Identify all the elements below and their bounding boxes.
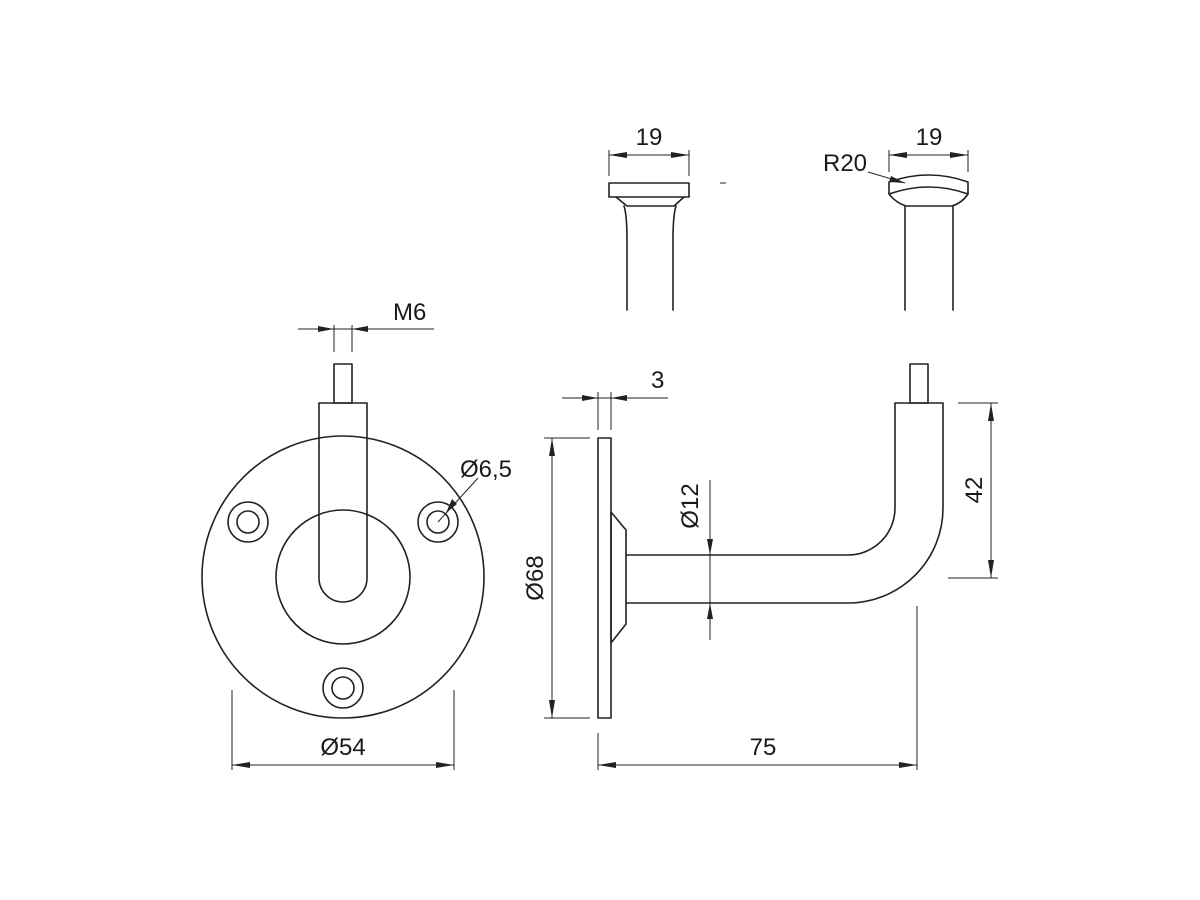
- saddle-flat-tube: [623, 205, 677, 311]
- label-plate-diameter: Ø68: [522, 555, 549, 600]
- dimension-tube-diameter: Ø12: [677, 480, 713, 640]
- dimension-thread: M6: [298, 299, 434, 352]
- base-plate-outline: [201, 435, 485, 719]
- dimension-hole: Ø6,5: [437, 456, 512, 523]
- dimension-projection: 75: [597, 606, 918, 770]
- label-thread: M6: [393, 299, 426, 326]
- saddle-curved-neck: [888, 193, 969, 207]
- dimension-saddle-round-width: 19: [888, 124, 969, 172]
- saddle-curved-top: [888, 174, 969, 195]
- label-hole-diameter: Ø6,5: [460, 456, 512, 483]
- stem-u-outline: [318, 402, 368, 603]
- dimension-plate-diameter: Ø68: [522, 437, 590, 719]
- thread-stud: [333, 363, 353, 404]
- center-boss-outline: [275, 509, 411, 645]
- dimension-rise: 42: [948, 402, 998, 579]
- dimension-saddle-flat-width: 19: [608, 124, 690, 176]
- label-rise: 42: [961, 477, 988, 504]
- mounting-hole-left: [227, 501, 269, 543]
- dimension-front-diameter: Ø54: [231, 690, 455, 770]
- plate-collar: [610, 511, 627, 644]
- mounting-hole-bottom: [322, 667, 364, 709]
- label-front-diameter: Ø54: [320, 734, 365, 761]
- side-view: 3 Ø68 Ø12 42: [522, 363, 998, 770]
- saddle-curved-tube: [904, 205, 954, 311]
- saddle-flat-neck: [615, 196, 685, 207]
- bent-tube-outline: [625, 402, 944, 604]
- label-tube-diameter: Ø12: [677, 483, 704, 528]
- saddle-flat-top: [608, 182, 690, 198]
- label-saddle-radius: R20: [823, 150, 867, 177]
- tube-thread-stud: [909, 363, 929, 404]
- saddle-curved-detail: R20 19: [823, 124, 969, 311]
- label-saddle-round-width: 19: [916, 124, 943, 151]
- label-projection: 75: [750, 734, 777, 761]
- mounting-hole-right: [417, 501, 459, 543]
- label-saddle-flat-width: 19: [636, 124, 663, 151]
- wall-plate: [597, 437, 612, 719]
- dimension-saddle-radius: R20: [823, 150, 906, 184]
- label-plate-thickness: 3: [651, 367, 664, 394]
- front-view: M6 Ø6,5 Ø54: [201, 299, 512, 770]
- saddle-flat-detail: 19: [608, 124, 726, 311]
- dimension-plate-thickness: 3: [562, 367, 668, 430]
